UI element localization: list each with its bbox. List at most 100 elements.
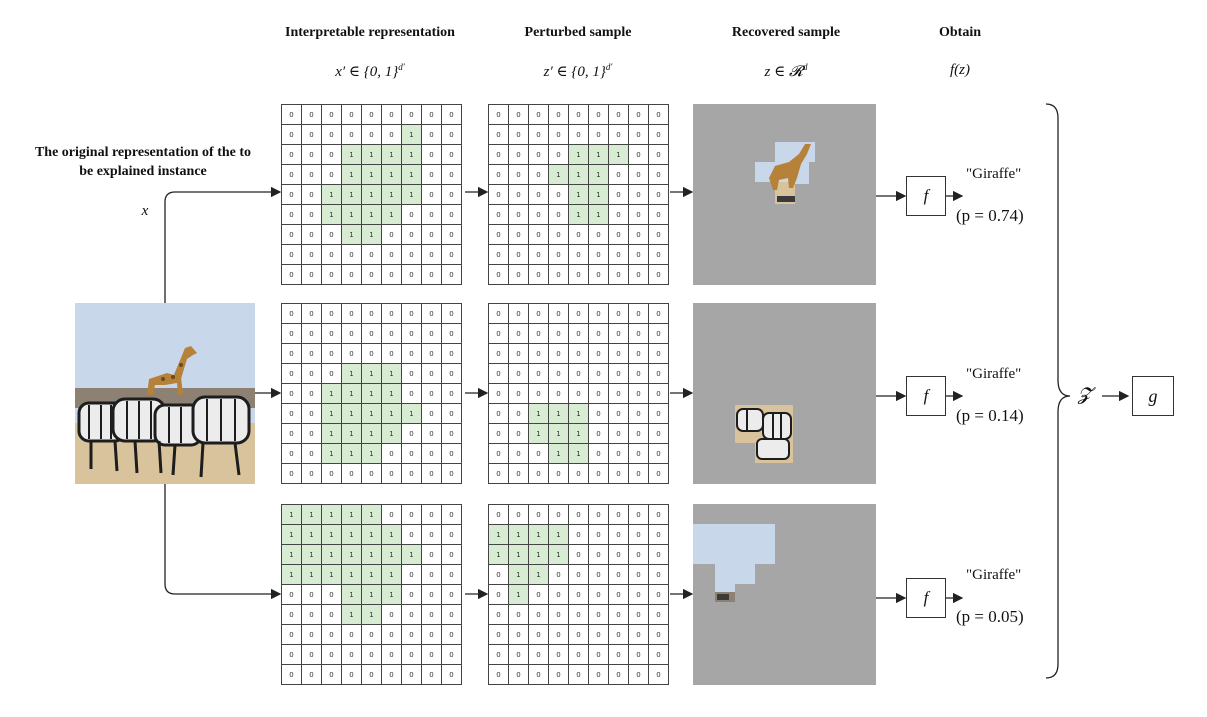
grid-cell: 0 [302,125,322,145]
grid-cell: 1 [549,444,569,464]
grid-cell: 0 [569,545,589,565]
grid-cell: 1 [509,565,529,585]
grid-cell: 0 [509,105,529,125]
grid-cell: 0 [422,125,442,145]
grid-cell: 0 [529,444,549,464]
grid-cell: 0 [342,105,362,125]
grid-cell: 0 [322,665,342,685]
grid-cell: 0 [382,304,402,324]
grid-cell: 0 [442,205,462,225]
grid-cell: 0 [589,245,609,265]
grid-cell: 1 [489,525,509,545]
grid-cell: 0 [489,185,509,205]
grid-cell: 0 [609,344,629,364]
grid-cell: 1 [322,185,342,205]
grid-cell: 1 [382,165,402,185]
grid-cell: 0 [589,605,609,625]
grid-cell: 1 [342,424,362,444]
grid-cell: 0 [422,105,442,125]
grid-cell: 0 [362,125,382,145]
grid-cell: 0 [549,364,569,384]
grid-cell: 0 [509,185,529,205]
math-recovered: z ∈ 𝓡d [764,62,808,80]
grid-cell: 1 [362,565,382,585]
grid-cell: 0 [382,125,402,145]
grid-cell: 0 [589,324,609,344]
grid-cell: 0 [422,324,442,344]
grid-cell: 1 [362,404,382,424]
grid-cell: 0 [589,364,609,384]
grid-cell: 0 [342,464,362,484]
grid-cell: 0 [609,545,629,565]
grid-cell: 1 [342,225,362,245]
grid-cell: 0 [342,245,362,265]
grid-cell: 0 [302,344,322,364]
grid-cell: 1 [362,424,382,444]
grid-cell: 1 [549,525,569,545]
original-representation-label: The original representation of the to be… [34,145,252,179]
grid-cell: 0 [402,424,422,444]
grid-cell: 0 [442,665,462,685]
grid-cell: 0 [422,605,442,625]
grid-cell: 0 [302,304,322,324]
grid-cell: 0 [489,605,509,625]
grid-cell: 1 [529,525,549,545]
grid-cell: 0 [529,585,549,605]
grid-cell: 0 [629,545,649,565]
grid-cell: 0 [589,404,609,424]
grid-cell: 0 [402,525,422,545]
grid-cell: 1 [342,205,362,225]
grid-cell: 1 [382,424,402,444]
grid-cell: 0 [489,585,509,605]
grid-cell: 0 [529,384,549,404]
grid-cell: 0 [629,185,649,205]
grid-cell: 0 [569,645,589,665]
grid-cell: 0 [649,304,669,324]
grid-cell: 0 [629,364,649,384]
grid-cell: 0 [489,145,509,165]
grid-cell: 1 [342,505,362,525]
grid-cell: 0 [529,304,549,324]
grid-cell: 0 [569,505,589,525]
grid-cell: 0 [609,105,629,125]
grid-cell: 1 [382,585,402,605]
grid-cell: 0 [442,424,462,444]
grid-cell: 0 [302,145,322,165]
grid-cell: 0 [322,125,342,145]
grid-cell: 0 [549,205,569,225]
grid-cell: 0 [609,464,629,484]
prediction-label: "Giraffe" [966,166,1022,182]
grid-cell: 0 [489,364,509,384]
grid-cell: 0 [589,384,609,404]
grid-cell: 0 [569,665,589,685]
grid-cell: 0 [629,205,649,225]
grid-cell: 1 [362,605,382,625]
grid-cell: 0 [282,225,302,245]
grid-cell: 0 [402,245,422,265]
grid-cell: 1 [342,404,362,424]
grid-cell: 0 [362,105,382,125]
math-interpretable: x′ ∈ {0, 1}d′ [335,62,405,80]
grid-cell: 0 [302,665,322,685]
grid-cell: 0 [322,464,342,484]
grid-cell: 0 [629,245,649,265]
grid-cell: 0 [609,585,629,605]
grid-cell: 1 [322,565,342,585]
grid-cell: 0 [629,344,649,364]
grid-cell: 0 [282,444,302,464]
grid-cell: 1 [322,444,342,464]
grid-cell: 0 [609,605,629,625]
grid-cell: 1 [609,145,629,165]
grid-cell: 0 [589,304,609,324]
grid-cell: 0 [282,145,302,165]
grid-cell: 0 [629,324,649,344]
grid-cell: 0 [629,225,649,245]
grid-cell: 0 [302,225,322,245]
grid-cell: 0 [549,245,569,265]
grid-cell: 1 [529,404,549,424]
grid-cell: 0 [569,265,589,285]
grid-cell: 1 [322,545,342,565]
grid-cell: 0 [569,525,589,545]
